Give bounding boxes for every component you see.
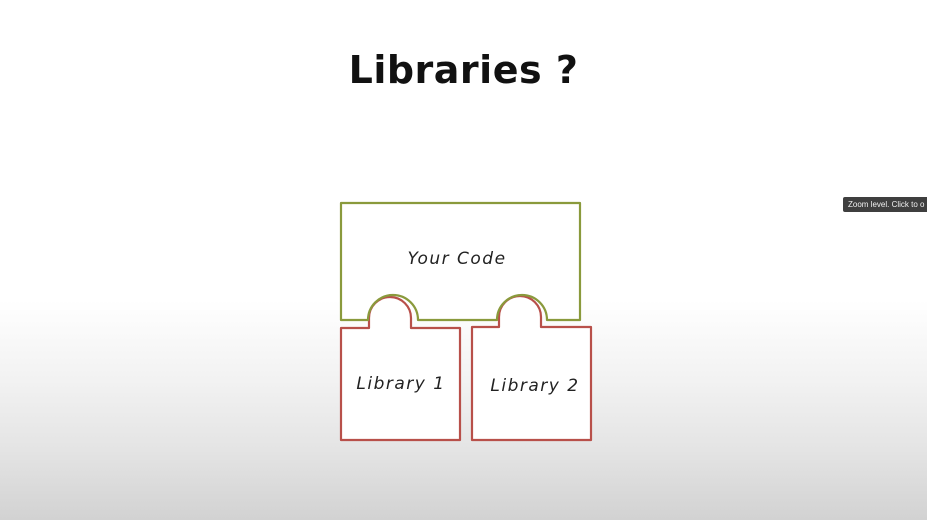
library-2-label: Library 2	[490, 376, 579, 396]
library-1-label: Library 1	[356, 374, 445, 394]
library-2-piece	[470, 294, 593, 442]
slide-title: Libraries ?	[348, 48, 579, 92]
your-code-piece	[339, 201, 582, 322]
your-code-label: Your Code	[407, 249, 506, 269]
zoom-level-tooltip: Zoom level. Click to o	[843, 197, 927, 212]
